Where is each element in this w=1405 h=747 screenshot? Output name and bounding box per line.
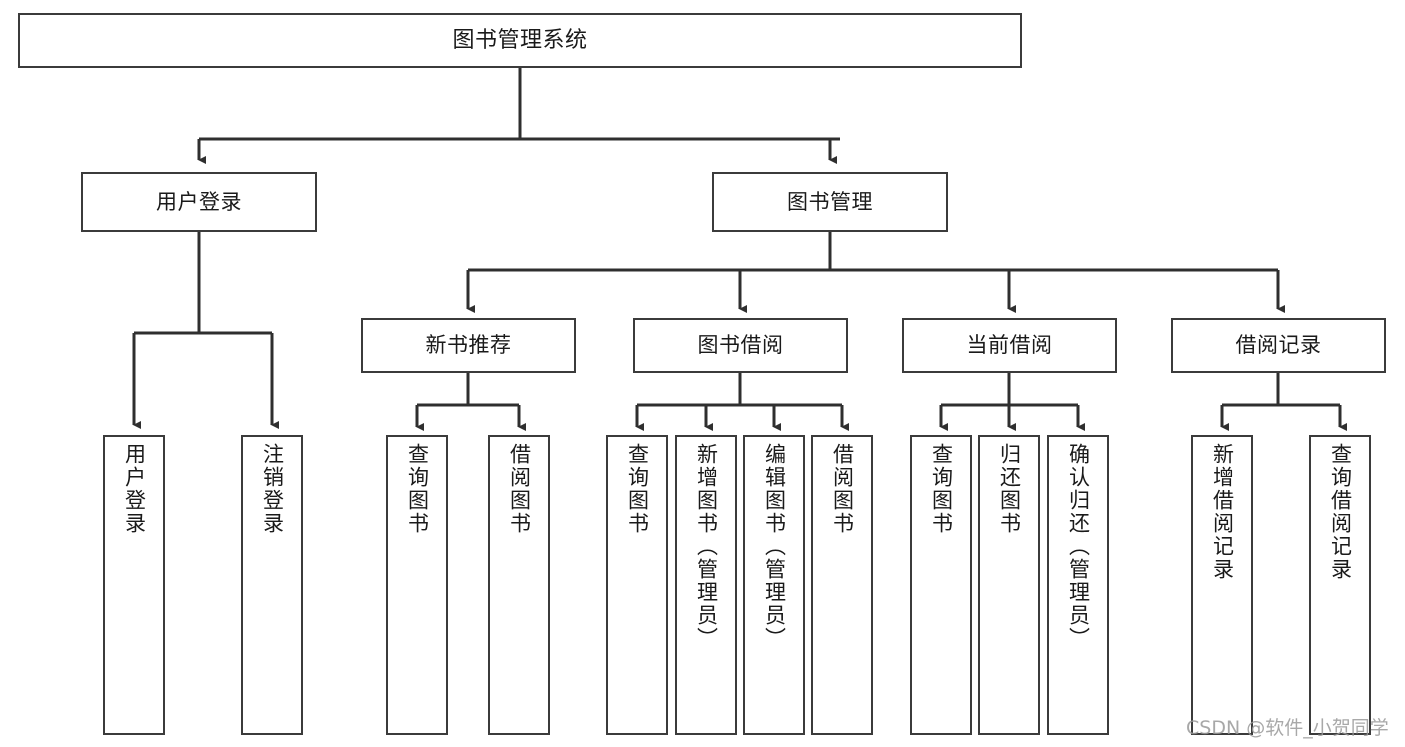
leaf-borrow-book-newbook[interactable]: 借阅图书 (488, 435, 550, 735)
leaf-edit-book-admin[interactable]: 编辑图书（管理员） (743, 435, 805, 735)
node-book-management-label: 图书管理 (787, 189, 873, 214)
node-book-management[interactable]: 图书管理 (712, 172, 948, 232)
leaf-query-book-current[interactable]: 查询图书 (910, 435, 972, 735)
leaf-add-book-admin-label: 新增图书（管理员） (694, 443, 719, 650)
leaf-add-borrow-record[interactable]: 新增借阅记录 (1191, 435, 1253, 735)
leaf-query-book-newbook-label: 查询图书 (405, 443, 430, 535)
node-new-book-recommend[interactable]: 新书推荐 (361, 318, 576, 373)
node-root[interactable]: 图书管理系统 (18, 13, 1022, 68)
leaf-add-borrow-record-label: 新增借阅记录 (1210, 443, 1235, 581)
leaf-return-book[interactable]: 归还图书 (978, 435, 1040, 735)
leaf-user-login-label: 用户登录 (122, 443, 147, 535)
node-borrow-record[interactable]: 借阅记录 (1171, 318, 1386, 373)
leaf-logout[interactable]: 注销登录 (241, 435, 303, 735)
leaf-user-login[interactable]: 用户登录 (103, 435, 165, 735)
leaf-query-book-borrow[interactable]: 查询图书 (606, 435, 668, 735)
node-user-login-label: 用户登录 (156, 189, 242, 214)
csdn-watermark: CSDN @软件_小贺同学 (1186, 717, 1389, 739)
leaf-borrow-book-label: 借阅图书 (830, 443, 855, 535)
leaf-logout-label: 注销登录 (260, 443, 285, 535)
leaf-query-book-current-label: 查询图书 (929, 443, 954, 535)
leaf-confirm-return-admin[interactable]: 确认归还（管理员） (1047, 435, 1109, 735)
leaf-edit-book-admin-label: 编辑图书（管理员） (762, 443, 787, 650)
leaf-query-book-borrow-label: 查询图书 (625, 443, 650, 535)
leaf-confirm-return-admin-label: 确认归还（管理员） (1066, 443, 1091, 650)
leaf-query-borrow-record[interactable]: 查询借阅记录 (1309, 435, 1371, 735)
node-current-borrow[interactable]: 当前借阅 (902, 318, 1117, 373)
leaf-borrow-book[interactable]: 借阅图书 (811, 435, 873, 735)
node-root-label: 图书管理系统 (452, 27, 588, 53)
leaf-query-borrow-record-label: 查询借阅记录 (1328, 443, 1353, 581)
node-new-book-recommend-label: 新书推荐 (425, 333, 512, 358)
node-book-borrow[interactable]: 图书借阅 (633, 318, 848, 373)
leaf-borrow-book-newbook-label: 借阅图书 (507, 443, 532, 535)
node-user-login[interactable]: 用户登录 (81, 172, 317, 232)
node-book-borrow-label: 图书借阅 (697, 333, 784, 358)
leaf-add-book-admin[interactable]: 新增图书（管理员） (675, 435, 737, 735)
node-current-borrow-label: 当前借阅 (966, 333, 1053, 358)
leaf-return-book-label: 归还图书 (997, 443, 1022, 535)
leaf-query-book-newbook[interactable]: 查询图书 (386, 435, 448, 735)
node-borrow-record-label: 借阅记录 (1235, 333, 1322, 358)
